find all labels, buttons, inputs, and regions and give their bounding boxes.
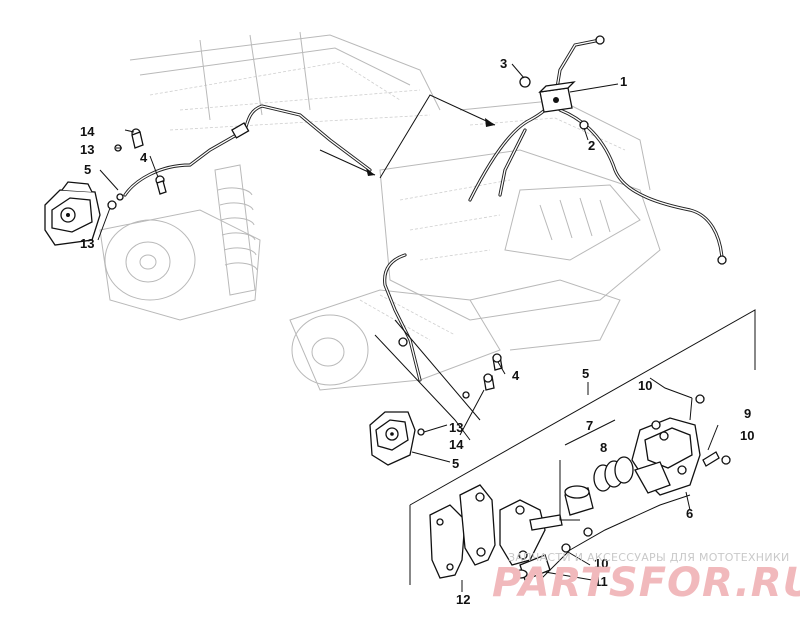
callout-11: 11 <box>594 574 608 589</box>
brake-hose-front <box>383 253 422 382</box>
callout-7: 7 <box>586 418 593 433</box>
callout-5-mid: 5 <box>452 456 459 471</box>
callout-14-top: 14 <box>80 124 95 139</box>
front-hub-ghost <box>289 279 621 391</box>
callout-4-mid: 4 <box>512 368 520 383</box>
callout-13-left: 13 <box>80 236 94 251</box>
engine-ghost <box>379 99 661 321</box>
junction-block <box>519 76 589 130</box>
caliper-bracket <box>499 499 563 581</box>
exploded-caliper-group <box>409 309 756 585</box>
callout-2: 2 <box>588 138 595 153</box>
vehicle-frame-ghost <box>99 31 661 391</box>
callout-14-mid: 14 <box>449 437 464 452</box>
watermark-brand: PARTSFOR.RU <box>492 560 800 606</box>
brake-hose-rear <box>123 104 372 197</box>
callout-8: 8 <box>600 440 607 455</box>
callout-10-c: 10 <box>594 556 608 571</box>
callout-labels: 3 1 2 14 13 4 5 13 4 13 14 5 5 10 9 10 7… <box>80 56 754 607</box>
piston <box>564 485 594 516</box>
callout-9: 9 <box>744 406 751 421</box>
callout-1: 1 <box>620 74 627 89</box>
piston-seals <box>593 456 634 492</box>
watermark: ЗАПЧАСТИ И АКСЕССУАРЫ ДЛЯ МОТОТЕХНИКИ PA… <box>492 551 800 606</box>
connection-arrows <box>319 94 496 179</box>
callout-12: 12 <box>456 592 470 607</box>
callout-10-a: 10 <box>638 378 652 393</box>
caliper-middle <box>369 319 503 466</box>
mounting-plate <box>429 484 496 579</box>
callout-5-left: 5 <box>84 162 91 177</box>
rear-hub-ghost <box>99 209 261 321</box>
watermark-tagline: ЗАПЧАСТИ И АКСЕССУАРЫ ДЛЯ МОТОТЕХНИКИ <box>508 551 790 564</box>
rear-shock-ghost <box>214 164 258 296</box>
callout-leaders <box>97 63 691 592</box>
callout-13-top: 13 <box>80 142 94 157</box>
caliper-body <box>631 417 701 496</box>
callout-10-b: 10 <box>740 428 754 443</box>
callout-5-group: 5 <box>582 366 589 381</box>
callout-6: 6 <box>686 506 693 521</box>
brake-line-main <box>468 35 727 265</box>
callout-3: 3 <box>500 56 507 71</box>
callout-4-top: 4 <box>140 150 148 165</box>
callout-13-mid: 13 <box>449 420 463 435</box>
caliper-upper-left <box>44 128 167 246</box>
